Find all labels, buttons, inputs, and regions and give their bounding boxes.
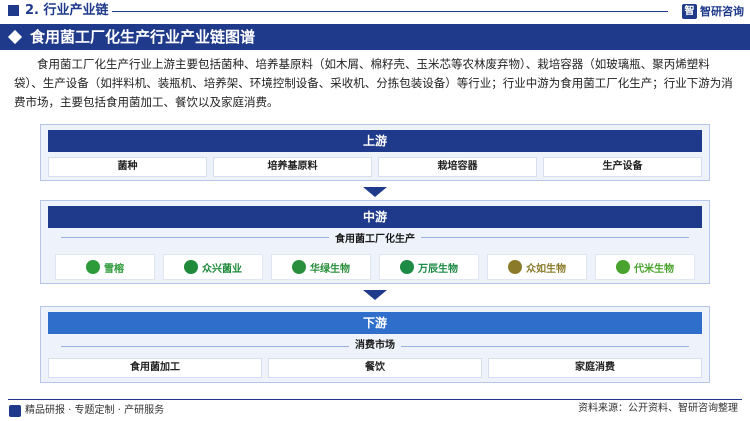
diamond-icon [7, 29, 23, 45]
company-name: 万辰生物 [418, 263, 458, 275]
downstream-item: 餐饮 [268, 358, 482, 378]
brand-logo-icon: 智 [682, 3, 697, 19]
company-logo: 华绿生物 [271, 254, 371, 280]
arrow-down-icon [363, 290, 387, 300]
downstream-sub-text: 消费市场 [349, 340, 401, 351]
arrow-down-icon [363, 187, 387, 197]
footer-source: 资料来源：公开资料、智研咨询整理 [578, 403, 738, 414]
downstream-label: 下游 [48, 312, 702, 334]
upstream-block: 上游 菌种 培养基原料 栽培容器 生产设备 [40, 124, 710, 181]
downstream-items: 食用菌加工 餐饮 家庭消费 [41, 358, 709, 378]
downstream-sub: 消费市场 [41, 338, 709, 354]
midstream-block: 中游 食用菌工厂化生产 雪榕 众兴菌业 华绿生物 万辰生物 众如生物 代米生物 [40, 200, 710, 284]
downstream-item: 家庭消费 [488, 358, 702, 378]
company-name: 众兴菌业 [202, 263, 242, 275]
zhongru-logo-icon [508, 260, 522, 274]
upstream-item: 培养基原料 [213, 157, 372, 177]
title-bar: 食用菌工厂化生产行业产业链图谱 [0, 24, 750, 50]
company-logo: 众兴菌业 [163, 254, 263, 280]
upstream-item: 栽培容器 [378, 157, 537, 177]
section-square-icon [8, 5, 19, 16]
company-logos: 雪榕 众兴菌业 华绿生物 万辰生物 众如生物 代米生物 [41, 254, 709, 280]
section-rule [112, 11, 668, 12]
company-name: 众如生物 [526, 263, 566, 275]
upstream-item: 生产设备 [543, 157, 702, 177]
zhongxing-logo-icon [184, 260, 198, 274]
company-logo: 众如生物 [487, 254, 587, 280]
upstream-items: 菌种 培养基原料 栽培容器 生产设备 [41, 157, 709, 177]
footer: 精品研报 · 专题定制 · 产研服务 资料来源：公开资料、智研咨询整理 [0, 399, 750, 421]
footer-logo-icon [9, 405, 21, 417]
company-name: 雪榕 [104, 263, 124, 275]
page-title: 食用菌工厂化生产行业产业链图谱 [30, 28, 256, 46]
section-title: 2. 行业产业链 [25, 3, 109, 18]
footer-slogan: 精品研报 · 专题定制 · 产研服务 [25, 405, 165, 416]
company-name: 代米生物 [634, 263, 674, 275]
brand-name: 智研咨询 [700, 5, 744, 18]
downstream-item: 食用菌加工 [48, 358, 262, 378]
intro-paragraph: 食用菌工厂化生产行业上游主要包括菌种、培养基原料（如木屑、棉籽壳、玉米芯等农林废… [14, 57, 733, 109]
midstream-sub: 食用菌工厂化生产 [41, 232, 709, 248]
midstream-sub-text: 食用菌工厂化生产 [329, 234, 421, 245]
company-logo: 万辰生物 [379, 254, 479, 280]
hualv-logo-icon [292, 260, 306, 274]
midstream-label: 中游 [48, 206, 702, 228]
wanchen-logo-icon [400, 260, 414, 274]
downstream-block: 下游 消费市场 食用菌加工 餐饮 家庭消费 [40, 306, 710, 383]
section-header: 2. 行业产业链 智 智研咨询 [0, 0, 750, 22]
upstream-label: 上游 [48, 130, 702, 152]
upstream-item: 菌种 [48, 157, 207, 177]
xuerong-logo-icon [86, 260, 100, 274]
company-logo: 雪榕 [55, 254, 155, 280]
company-name: 华绿生物 [310, 263, 350, 275]
daimi-logo-icon [616, 260, 630, 274]
brand: 智 智研咨询 [682, 3, 744, 19]
company-logo: 代米生物 [595, 254, 695, 280]
footer-rule [8, 399, 742, 400]
